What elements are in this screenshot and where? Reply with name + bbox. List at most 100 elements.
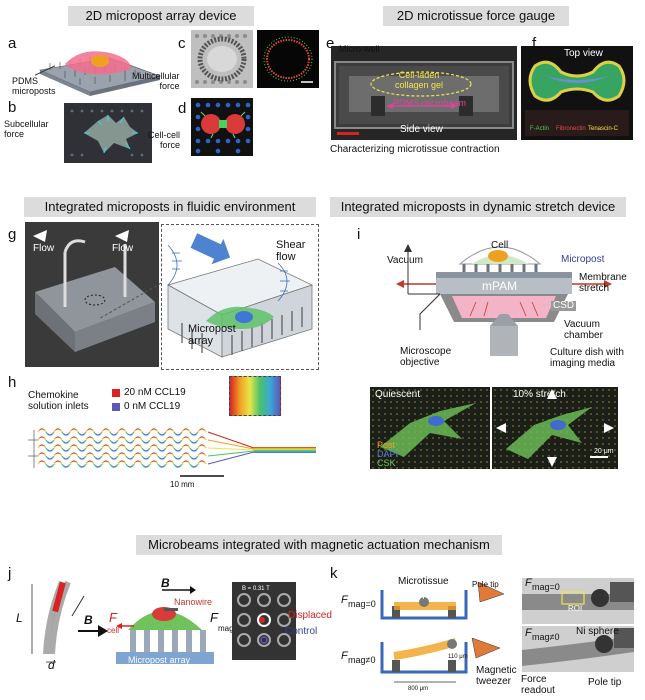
panel-k-sphere-label: Ni sphere	[405, 589, 448, 600]
panel-h-scale-label: 10 mm	[170, 480, 195, 489]
panel-e-side-view-image	[331, 46, 517, 140]
panel-b-cell-image	[64, 103, 152, 163]
panel-j-arrow-to-array	[78, 630, 102, 632]
panel-i-quiescent-image	[370, 387, 490, 469]
panel-h-inlets-label: Chemokine solution inlets	[28, 390, 89, 412]
panel-h-high-label: 20 nM CCL19	[124, 387, 186, 398]
panel-i-membrane-label: Membrane stretch	[579, 272, 627, 294]
panel-j-d-label: d	[48, 658, 55, 672]
panel-k-dim1-label: 800 μm	[408, 686, 429, 692]
panel-label-e: e	[326, 35, 335, 52]
header-stretch: Integrated microposts in dynamic stretch…	[330, 197, 626, 217]
panel-j-micrograph	[232, 582, 296, 660]
panel-f-stain-factin: F-Actin	[530, 126, 550, 132]
header-magnetic: Microbeams integrated with magnetic actu…	[136, 535, 502, 555]
panel-k-micrograph-top	[522, 578, 634, 624]
panel-i-dish-label: Culture dish with imaging media	[550, 347, 624, 369]
panel-label-a: a	[8, 35, 17, 52]
panel-i-vacuum-label: Vacuum	[387, 255, 423, 266]
panel-a-device-illustration	[38, 51, 162, 96]
header-micropost-array: 2D micropost array device	[68, 6, 254, 26]
panel-g-shear-label: Shear flow	[276, 239, 306, 263]
panel-k-fn-label: F	[341, 650, 348, 662]
panel-j-beam-schematic	[31, 580, 85, 663]
panel-h-low-swatch	[112, 403, 120, 411]
panel-f-stain-fibronectin: Fibronectin	[556, 126, 586, 132]
panel-i-stretch-image	[492, 387, 618, 469]
panel-i-mpam-label: mPAM	[482, 279, 518, 293]
panel-f-topview-label: Top view	[564, 48, 603, 59]
panel-e-caption: Characterizing microtissue contraction	[330, 144, 500, 155]
panel-g-flow1-label: Flow	[33, 243, 55, 254]
panel-e-gel-label: Cell-laden collagen gel	[395, 70, 444, 90]
panel-d-cell-cell-image	[191, 98, 253, 156]
panel-j-nanowire-label: Nanowire	[174, 597, 213, 607]
panel-i-post-legend: Post	[377, 440, 396, 450]
panel-g-array-label: Micropost array	[188, 323, 236, 347]
panel-label-c: c	[178, 35, 186, 52]
header-fluidic: Integrated microposts in fluidic environ…	[24, 197, 316, 217]
panel-k-dim2-label: 110 μm	[448, 654, 468, 660]
panel-j-control-label: Control	[285, 626, 318, 637]
panel-i-stretch-label: 10% stretch	[513, 389, 566, 400]
panel-label-h: h	[8, 374, 17, 391]
panel-j-cell-sub: cell	[107, 626, 120, 635]
panel-k-f0-label: F	[341, 594, 348, 606]
panel-e-sideview-label: Side view	[400, 124, 443, 135]
panel-label-i: i	[357, 226, 361, 243]
panel-d-cellcell-label: Cell-cell force	[148, 130, 181, 150]
panel-i-dapi-legend: DAPI	[377, 449, 399, 459]
panel-label-f: f	[532, 35, 537, 52]
panel-g-device-photo	[25, 222, 159, 367]
panel-a-microposts-label: PDMS microposts	[12, 76, 56, 96]
panel-e-microwell-label: Micro-well	[339, 44, 380, 54]
panel-j-arrowhead	[98, 625, 108, 637]
panel-i-objective-label: Microscope objective	[400, 346, 452, 368]
panel-j-displaced-label: Displaced	[288, 610, 332, 621]
panel-i-chamber-label: Vacuum chamber	[564, 319, 603, 341]
panel-label-k: k	[330, 565, 338, 582]
panel-i-scalebar-label: 20 μm	[594, 448, 614, 455]
panel-label-g: g	[8, 226, 17, 243]
panel-k-img-f0-label: F	[525, 577, 532, 589]
panel-k-schematic	[380, 581, 505, 683]
panel-j-mag-sub: mag	[218, 624, 234, 633]
panel-j-Fmag-label: F	[210, 610, 218, 625]
panel-label-j: j	[8, 565, 12, 582]
panel-i-csd-label: CSD	[551, 300, 577, 311]
panel-k-tweezer-label: Magnetic tweezer	[476, 665, 517, 687]
panel-label-b: b	[8, 99, 17, 116]
panel-k-img-f0-sub: mag=0	[532, 582, 560, 592]
panel-i-micropost-label: Micropost	[561, 254, 605, 265]
panel-h-gradient-generator	[28, 428, 316, 477]
panel-k-img-fn-label: F	[525, 627, 532, 639]
panel-k-pole2-label: Pole tip	[588, 677, 622, 688]
panel-j-B2-label: B	[161, 576, 170, 590]
panel-k-sphere2-label: Ni sphere	[576, 626, 619, 637]
panel-k-pole-label: Pole tip	[472, 580, 499, 589]
panel-k-force-label: Force readout	[521, 674, 555, 696]
panel-g-zoom-box	[161, 224, 319, 370]
panel-j-L-label: L	[16, 611, 23, 625]
panel-c-brightfield-image	[191, 30, 253, 88]
panel-k-micrograph-bottom	[522, 626, 634, 672]
panel-i-cell-label: Cell	[491, 240, 509, 251]
panel-b-subcellular-label: Subcellular force	[4, 119, 49, 139]
panel-f-stain-tenascin: Tenascin-C	[588, 126, 619, 132]
panel-g-flow-arrows	[33, 230, 129, 242]
panel-i-quiescent-label: Quiescent	[375, 389, 421, 400]
panel-j-array-label: Micropost array	[128, 655, 191, 665]
panel-f-top-view-image	[521, 46, 633, 140]
panel-label-d: d	[178, 100, 187, 117]
panel-h-high-swatch	[112, 389, 120, 397]
panel-k-roi-label: ROI	[568, 604, 583, 613]
panel-k-img-fn-sub: mag≠0	[532, 632, 560, 642]
panel-j-F-label: F	[109, 610, 117, 625]
panel-i-stretch-schematic	[396, 244, 612, 356]
panel-c-multicellular-label: Multicellular force	[132, 71, 180, 91]
panel-j-bfield-label: B = 0.31 T	[242, 586, 270, 592]
panel-k-f0-sub: mag=0	[348, 599, 376, 609]
panel-j-B-label: B	[84, 613, 93, 627]
panel-e-beam-label: PDMS microbeam	[393, 98, 467, 108]
panel-j-array-drawing	[116, 586, 214, 664]
